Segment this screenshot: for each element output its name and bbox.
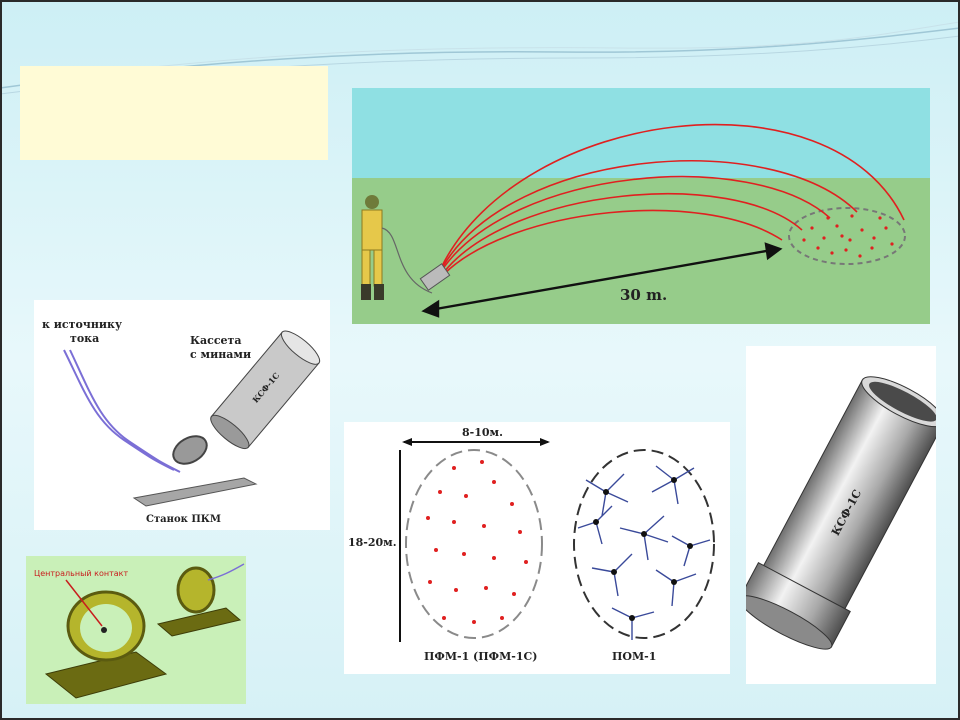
title-box <box>20 66 328 160</box>
pfm-zone <box>405 449 543 639</box>
cassette-label: Кассета <box>190 334 241 347</box>
pom-centers <box>593 477 693 621</box>
wave-line <box>39 21 960 81</box>
pom-zone <box>573 449 715 639</box>
distance-arrow <box>421 242 783 318</box>
cassette-body <box>746 376 936 650</box>
mine-pattern: 8-10м. 18-20м. ПФМ-1 <box>344 422 730 674</box>
to-source-label: к источнику <box>42 318 122 331</box>
stand-ring <box>172 435 208 465</box>
launcher-diagram: к источнику тока Кассета с минами КСФ-1С… <box>34 300 330 530</box>
central-contact-label: Центральный контакт <box>34 569 128 578</box>
distance-label: 30 m. <box>620 286 667 304</box>
cassette-cylinder <box>210 330 321 450</box>
launcher-tube-small <box>419 263 451 291</box>
power-wire <box>69 349 181 473</box>
soldier-figure <box>361 195 433 300</box>
landing-zone <box>788 207 906 265</box>
cassette-label-2: с минами <box>190 348 251 361</box>
central-contact <box>101 627 107 633</box>
to-source-label-2: тока <box>70 332 99 345</box>
stand-label: Станок ПКМ <box>146 514 221 525</box>
contact-detail: Центральный контакт <box>26 556 246 704</box>
ground <box>352 178 930 324</box>
pfm-mines <box>426 460 528 624</box>
launch-scene: 30 m. <box>352 88 930 324</box>
mine-scatter <box>802 214 894 258</box>
power-wire <box>63 349 175 471</box>
trajectories <box>441 123 905 275</box>
stand-base <box>132 477 258 507</box>
pom-mines <box>577 465 711 640</box>
width-label: 8-10м. <box>462 426 503 439</box>
height-label: 18-20м. <box>348 536 397 549</box>
pom-caption: ПОМ-1 <box>612 650 656 663</box>
pfm-caption: ПФМ-1 (ПФМ-1С) <box>424 650 537 663</box>
cassette-big: КСФ-1С <box>746 346 936 684</box>
